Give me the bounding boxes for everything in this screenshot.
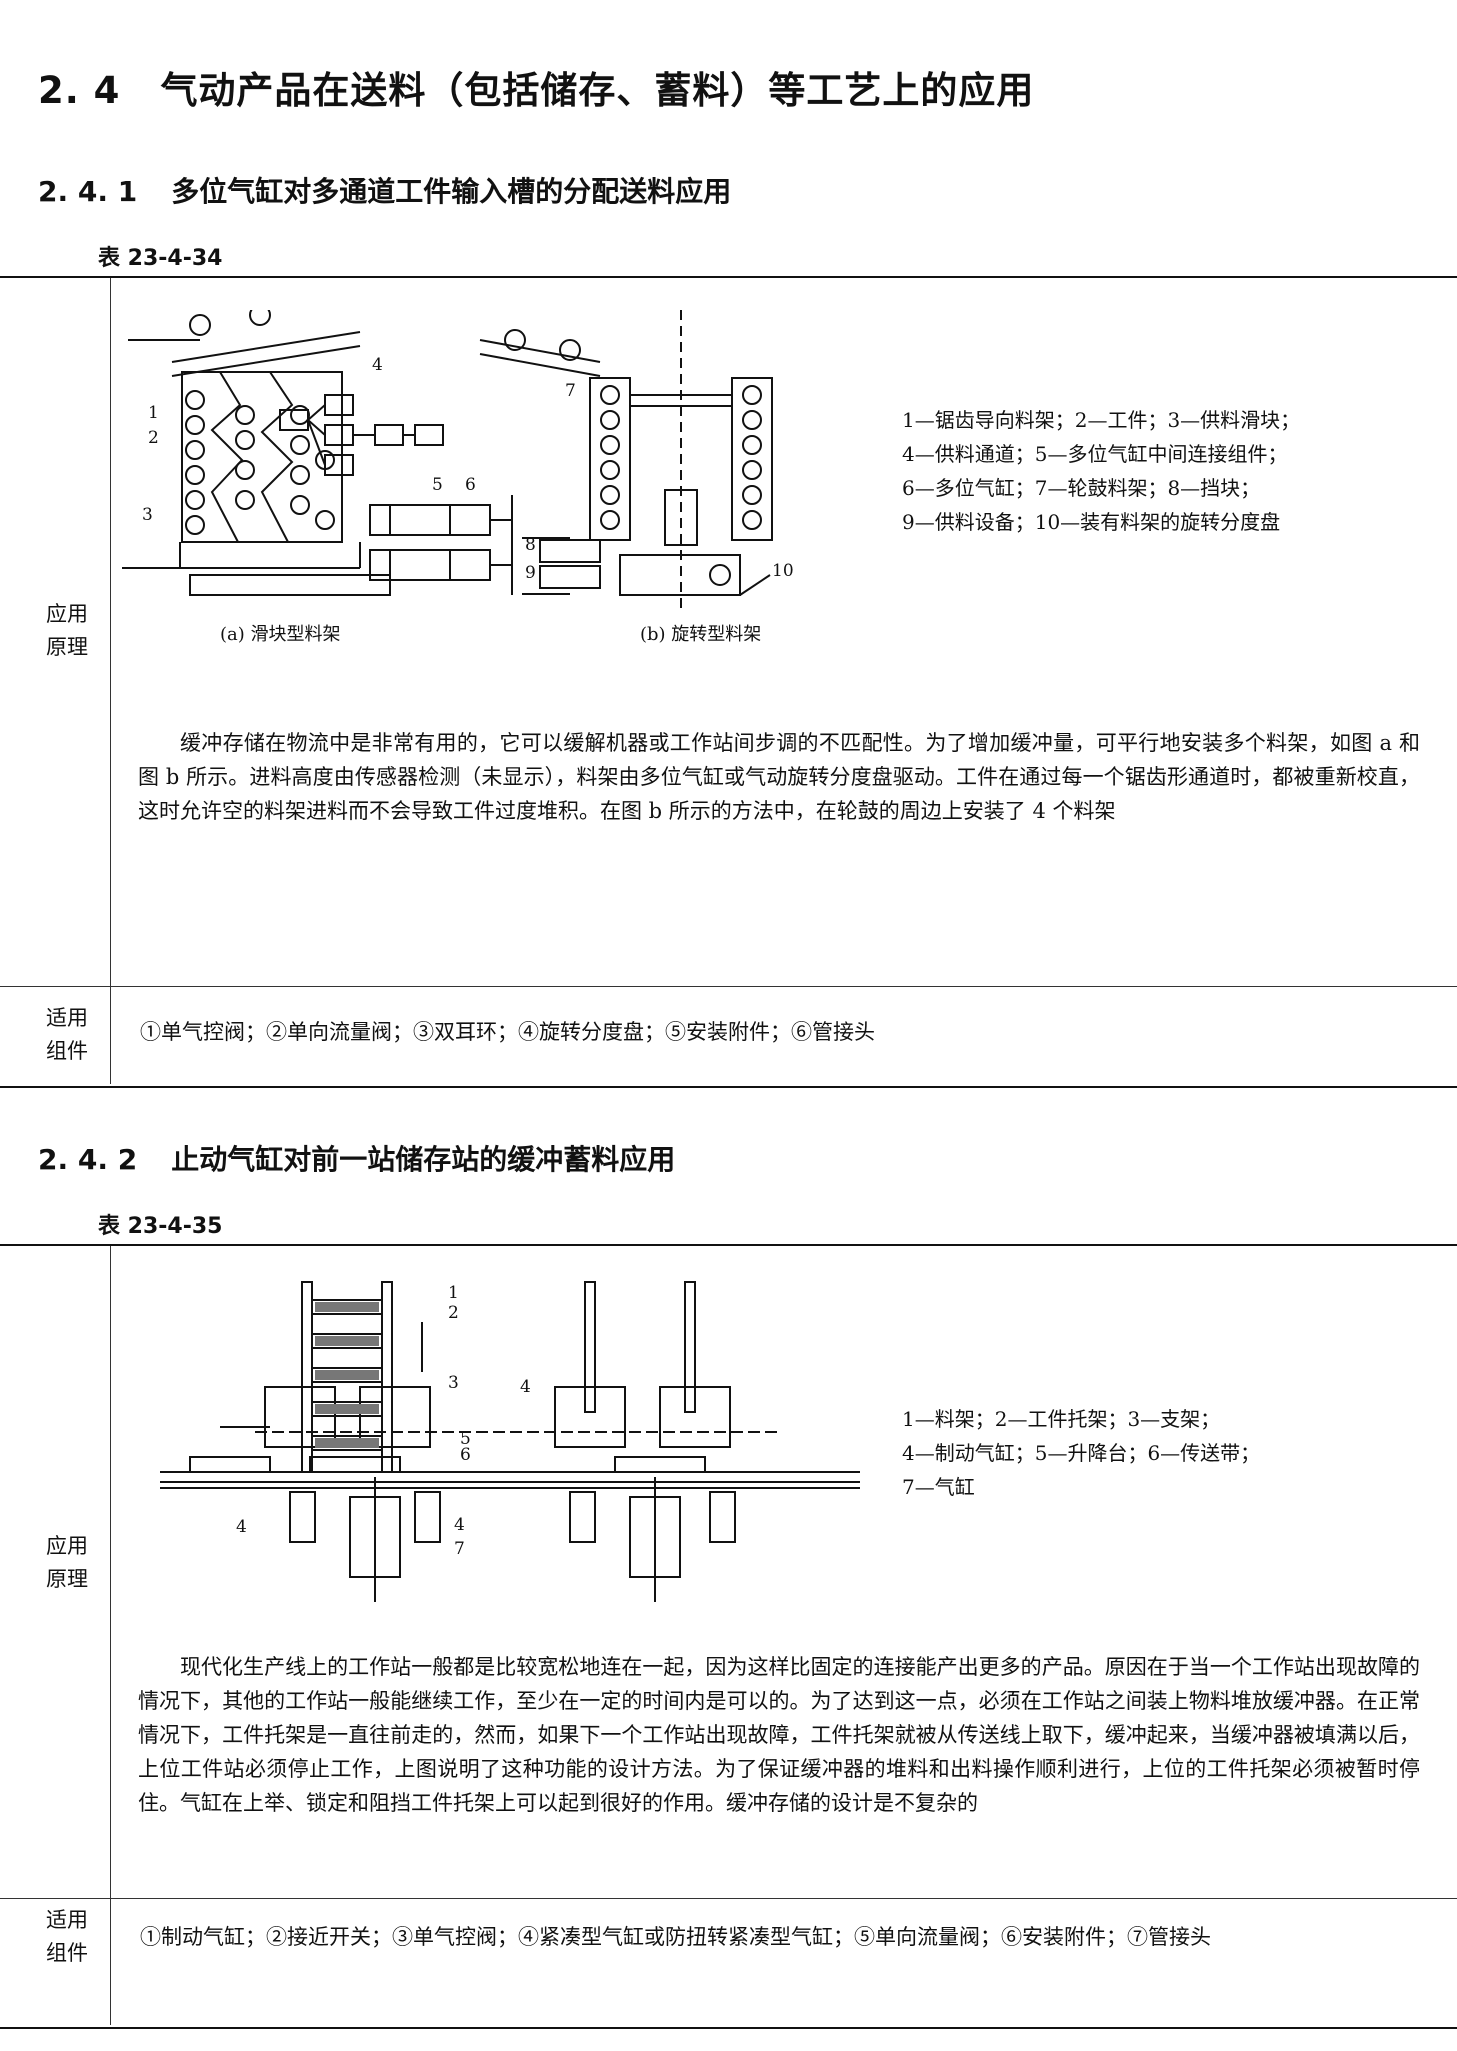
table-1-row-separator: [0, 986, 1457, 987]
callout-a-5: 5: [432, 475, 443, 495]
legend-2-line: 7—气缸: [902, 1475, 975, 1499]
section-title: 气动产品在送料（包括储存、蓄料）等工艺上的应用: [160, 69, 1035, 112]
legend-1-line: 6—多位气缸；7—轮鼓料架；8—挡块；: [902, 476, 1261, 500]
legend-2: 1—料架；2—工件托架；3—支架； 4—制动气缸；5—升降台；6—传送带； 7—…: [902, 1402, 1260, 1504]
callout-2-4b: 4: [236, 1517, 247, 1537]
components-text-2: ①制动气缸；②接近开关；③单气控阀；④紧凑型气缸或防扭转紧凑型气缸；⑤单向流量阀…: [140, 1925, 1211, 1949]
table-2: [0, 1244, 1457, 2029]
legend-1-line: 1—锯齿导向料架；2—工件；3—供料滑块；: [902, 408, 1301, 432]
section-number: 2. 4: [38, 69, 121, 112]
legend-1-line: 4—供料通道；5—多位气缸中间连接组件；: [902, 442, 1288, 466]
legend-1-line: 9—供料设备；10—装有料架的旋转分度盘: [902, 510, 1281, 534]
table-1: [0, 276, 1457, 1088]
subsection-number-2: 2. 4. 2: [38, 1143, 138, 1176]
principle-text-1: 缓冲存储在物流中是非常有用的，它可以缓解机器或工作站间步调的不匹配性。为了增加缓…: [138, 731, 1420, 823]
table-2-row-separator: [0, 1898, 1457, 1899]
table-caption-2: 表 23-4-35: [98, 1214, 223, 1239]
subsection-number-1: 2. 4. 1: [38, 175, 138, 208]
subsection-title-1: 多位气缸对多通道工件输入槽的分配送料应用: [171, 175, 732, 208]
components-label-2: 适用组件: [46, 1908, 88, 1965]
callout-a-2: 2: [148, 428, 159, 448]
principle-label-1: 应用原理: [46, 602, 88, 659]
callout-a-6: 6: [465, 475, 476, 495]
callout-b-8: 8: [525, 535, 536, 555]
figure-buffer-station: 1 2 3 4 5 6 4 4 7: [160, 1281, 860, 1602]
callout-2-1: 1: [448, 1283, 459, 1303]
table-caption-1: 表 23-4-34: [98, 246, 223, 271]
legend-1: 1—锯齿导向料架；2—工件；3—供料滑块； 4—供料通道；5—多位气缸中间连接组…: [902, 403, 1300, 539]
subsection-heading-2: 2. 4. 2 止动气缸对前一站储存站的缓冲蓄料应用: [38, 1138, 675, 1178]
table-1-divider: [110, 278, 111, 1084]
legend-2-line: 4—制动气缸；5—升降台；6—传送带；: [902, 1441, 1261, 1465]
callout-b-7: 7: [565, 381, 576, 401]
callout-2-2: 2: [448, 1303, 459, 1323]
components-label-1: 适用组件: [46, 1006, 88, 1063]
callout-2-7: 7: [454, 1539, 465, 1559]
section-heading: 2. 4 气动产品在送料（包括储存、蓄料）等工艺上的应用: [38, 60, 1034, 114]
callout-a-1: 1: [148, 403, 159, 423]
principle-text-2: 现代化生产线上的工作站一般都是比较宽松地连在一起，因为这样比固定的连接能产出更多…: [138, 1655, 1420, 1815]
callout-2-6: 6: [460, 1445, 471, 1465]
caption-a: (a) 滑块型料架: [220, 624, 341, 645]
callout-b-9: 9: [525, 563, 536, 583]
table-2-divider: [110, 1246, 111, 2025]
components-text-1: ①单气控阀；②单向流量阀；③双耳环；④旋转分度盘；⑤安装附件；⑥管接头: [140, 1020, 875, 1044]
callout-a-3: 3: [142, 505, 153, 525]
callout-2-3: 3: [448, 1373, 459, 1393]
subsection-heading-1: 2. 4. 1 多位气缸对多通道工件输入槽的分配送料应用: [38, 170, 731, 210]
callout-a-4: 4: [372, 355, 383, 375]
subsection-title-2: 止动气缸对前一站储存站的缓冲蓄料应用: [171, 1143, 676, 1176]
sawtooth-magazine-frame: [181, 371, 343, 543]
legend-2-line: 1—料架；2—工件托架；3—支架；: [902, 1407, 1221, 1431]
callout-2-4c: 4: [454, 1515, 465, 1535]
caption-b: (b) 旋转型料架: [640, 624, 761, 645]
principle-label-2: 应用原理: [46, 1534, 88, 1591]
callout-b-10: 10: [772, 561, 794, 581]
figure-feeder-magazines: 1 2 3 4 5 6 7 8 9 10 (a) 滑块型料架 (b) 旋转型料架: [122, 310, 794, 645]
callout-2-5: 5: [460, 1429, 471, 1449]
callout-2-4a: 4: [520, 1377, 531, 1397]
